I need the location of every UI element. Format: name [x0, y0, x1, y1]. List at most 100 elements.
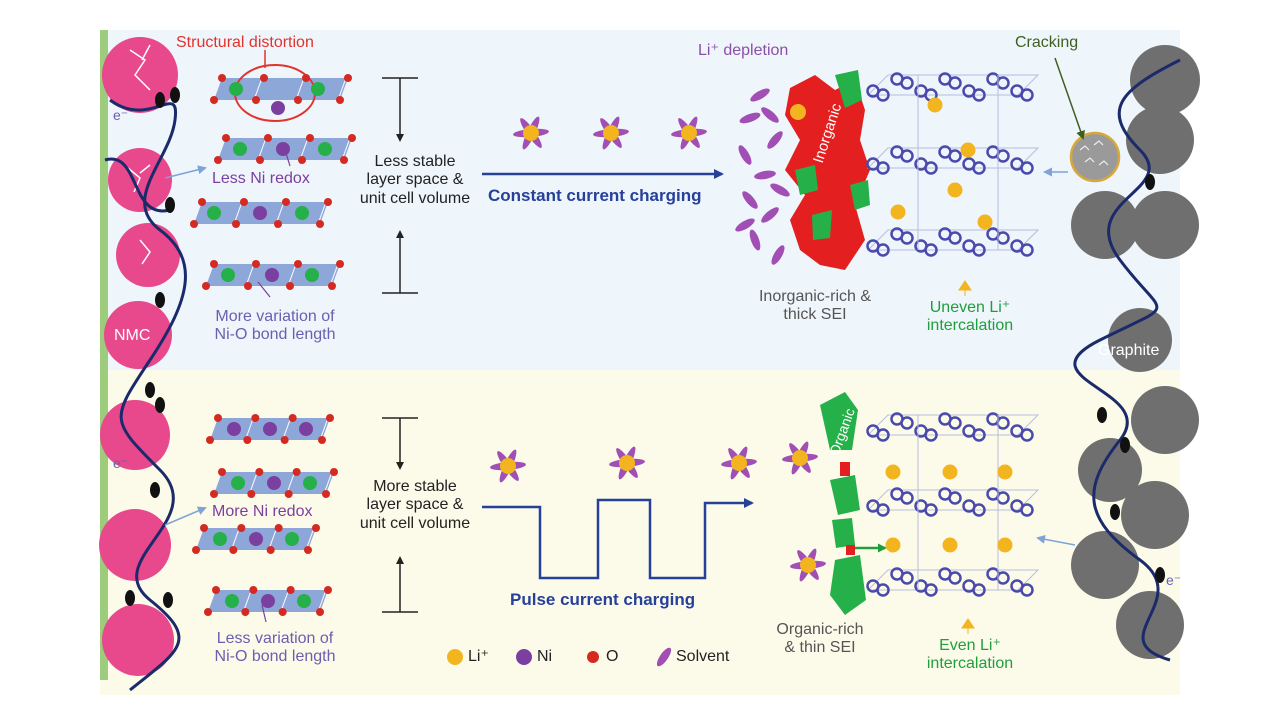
oxygen-atom [322, 490, 330, 498]
intercalated-li [885, 537, 901, 553]
carbon-atom [972, 503, 986, 517]
carbon-atom [1020, 161, 1034, 175]
graphite-particle [1131, 386, 1199, 454]
li-ion [681, 125, 697, 141]
oxygen-atom [324, 198, 332, 206]
oxygen-atom [204, 608, 212, 616]
graphene-plane [866, 489, 1040, 511]
graphite-particles [1036, 45, 1200, 662]
carbon-atom [948, 149, 962, 163]
oxygen-atom [336, 260, 344, 268]
carbon-atom [948, 491, 962, 505]
metal-atom [221, 268, 235, 282]
nmc-particle [99, 509, 171, 581]
carbon-black [1120, 437, 1130, 453]
intercalated-li [997, 537, 1013, 553]
bottom-nmc-lattice [192, 414, 338, 623]
carbon-atom [876, 161, 890, 175]
solvated-li-ion [513, 116, 549, 150]
carbon-atom [1020, 583, 1034, 597]
oxygen-atom [249, 586, 258, 594]
oxygen-atom [316, 608, 324, 616]
legend-solvent-label: Solvent [676, 648, 730, 665]
carbon-atom [876, 583, 890, 597]
ni-atom [253, 206, 267, 220]
carbon-black [155, 397, 165, 413]
inorganic-sei-fragment [840, 462, 850, 476]
ni-atom [263, 422, 277, 436]
less-variation-line-1: Less variation of [216, 630, 334, 647]
carbon-atom [900, 231, 914, 245]
oxygen-atom [298, 156, 306, 164]
organic-sei-layer [830, 475, 860, 515]
graphite-particle [1108, 308, 1172, 372]
nmc-particle [100, 400, 170, 470]
ni-atom [227, 422, 241, 436]
oxygen-atom [237, 524, 246, 532]
oxygen-atom [292, 468, 301, 476]
li-depletion-label: Li⁺ depletion [698, 42, 789, 59]
particle-crack [139, 239, 151, 265]
oxygen-atom [286, 282, 294, 290]
more-variation-line-1: More variation of [215, 308, 335, 325]
carbon-atom [900, 416, 914, 430]
legend-li-marker [447, 649, 463, 665]
carbon-atom [924, 428, 938, 442]
li-ion [500, 458, 516, 474]
oxygen-atom [264, 134, 272, 142]
oxygen-atom [210, 490, 218, 498]
oxygen-atom [232, 220, 240, 228]
oxygen-atom [214, 414, 222, 422]
oxygen-atom [340, 156, 348, 164]
oxygen-atom [251, 414, 260, 422]
graphite-particle [1121, 481, 1189, 549]
cracking-label: Cracking [1015, 34, 1079, 51]
oxygen-atom [218, 74, 226, 82]
oxygen-atom [312, 524, 320, 532]
oxygen-atom [247, 490, 256, 498]
carbon-atom [876, 428, 890, 442]
oxygen-atom [202, 282, 210, 290]
inorganic-sei-label: Inorganic-rich & thick SEI [745, 288, 885, 325]
intercalated-li [997, 464, 1013, 480]
more-stable-line-1: More stable [373, 478, 457, 495]
solvent-molecule [750, 88, 770, 102]
oxygen-atom [278, 608, 287, 616]
graphite-particle [1116, 591, 1184, 659]
more-variation-line-2: Ni-O bond length [214, 326, 336, 344]
oxygen-atom [324, 586, 332, 594]
bottom-stability-bracket [382, 417, 418, 613]
oxygen-atom [252, 260, 260, 268]
oxygen-atom [229, 546, 238, 554]
oxygen-atom [241, 608, 250, 616]
inorganic-sei-line-2: thick SEI [783, 306, 847, 324]
less-stable-line-2: layer space & [366, 171, 464, 189]
more-variation-label: More variation of Ni-O bond length [195, 308, 355, 345]
carbon-black [1155, 567, 1165, 583]
carbon-atom [1020, 428, 1034, 442]
carbon-atom [1020, 503, 1034, 517]
solvent-molecule [739, 112, 761, 124]
oxygen-atom [222, 134, 230, 142]
less-stable-line-1: Less stable [374, 153, 456, 170]
oxygen-atom [328, 282, 336, 290]
graphene-plane [866, 569, 1040, 591]
nmc-label: NMC [114, 327, 151, 344]
cathode-to-lattice-arrow [164, 506, 207, 526]
oxygen-atom [302, 74, 310, 82]
organic-sei-fragment [835, 70, 862, 108]
legend-o-marker [587, 651, 599, 663]
carbon-atom [924, 161, 938, 175]
graphite-particle [1071, 531, 1139, 599]
oxygen-atom [218, 468, 226, 476]
carbon-atom [876, 88, 890, 102]
solvated-li-ion [721, 446, 757, 480]
even-li-label: Even Li⁺ intercalation [905, 637, 1035, 674]
carbon-atom [972, 583, 986, 597]
graphene-plane [866, 229, 1040, 251]
graphite-particle [1130, 45, 1200, 115]
top-nmc-lattice [190, 50, 356, 298]
uneven-li-line-2: intercalation [926, 317, 1014, 335]
carbon-atom [972, 88, 986, 102]
